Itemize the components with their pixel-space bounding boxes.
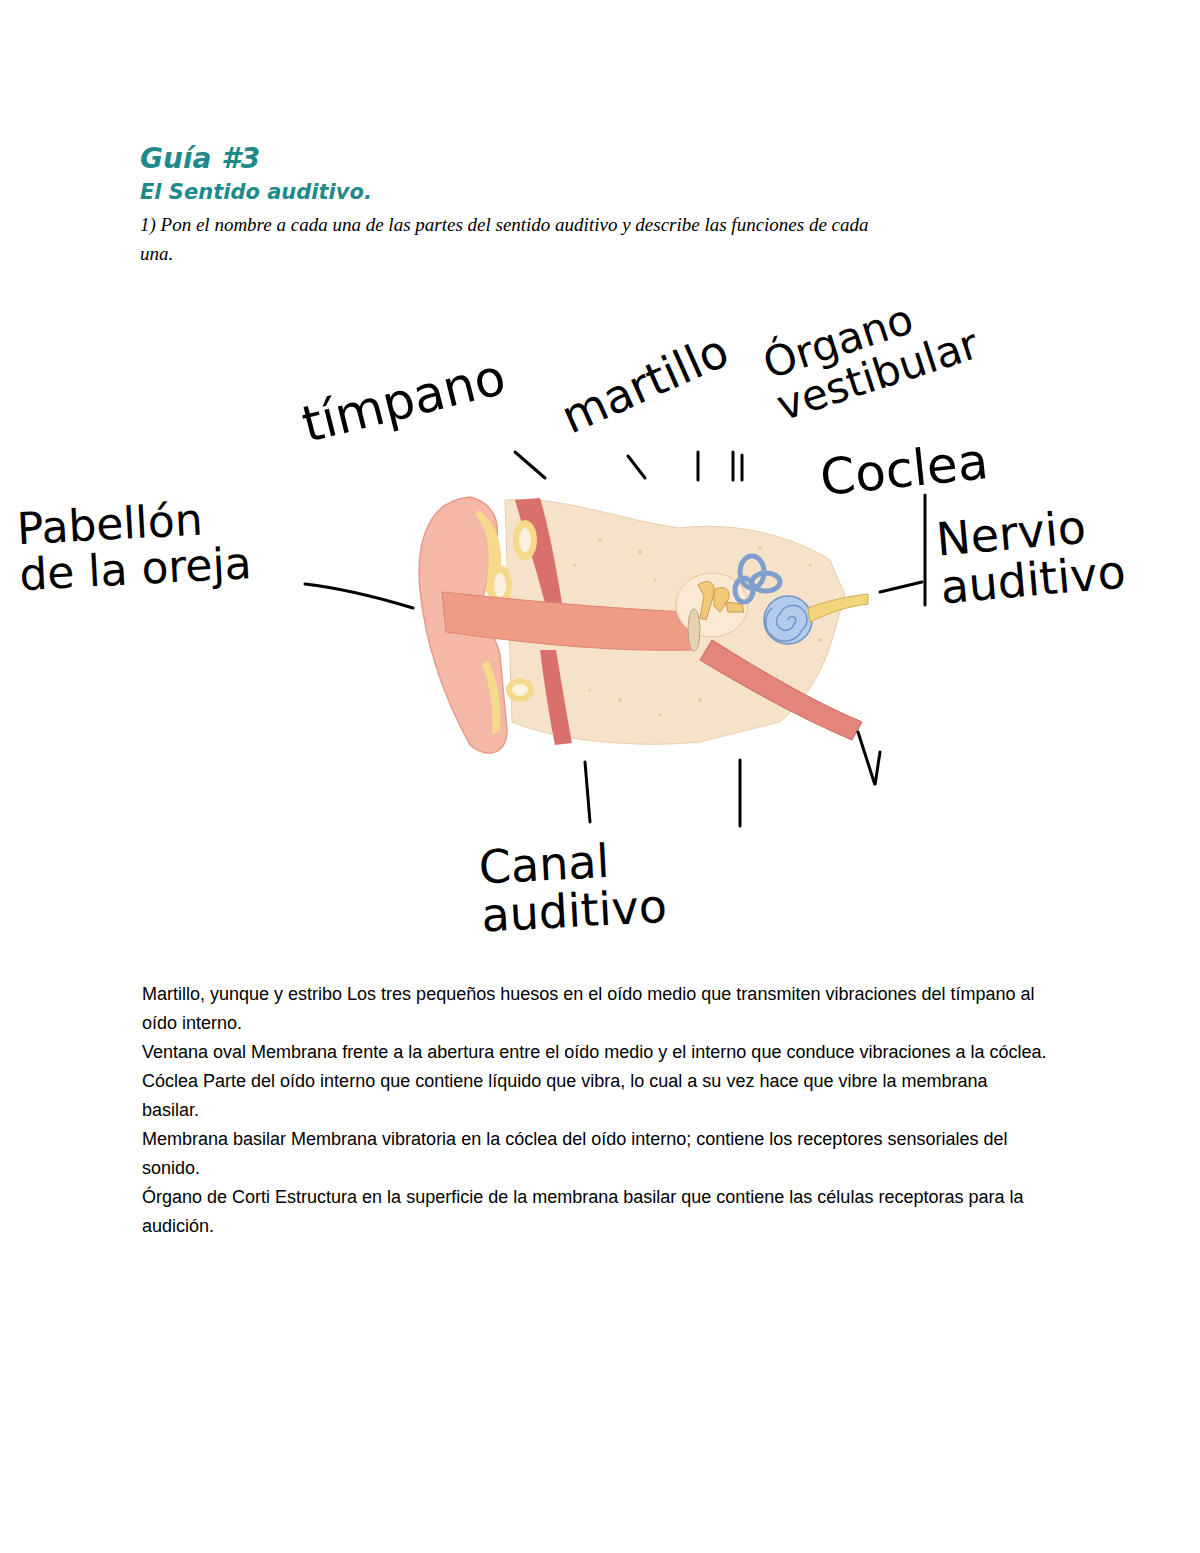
part-label: Nervio auditivo: [934, 495, 1186, 613]
malleus: [698, 582, 714, 620]
cochlea-spiral: [766, 605, 807, 641]
part-label: Órgano vestibular: [758, 260, 1047, 429]
tissue-band: [540, 650, 572, 745]
cartilage-hole: [512, 684, 528, 696]
part-label: martillo: [554, 310, 770, 442]
cartilage: [482, 660, 501, 735]
definition-text: Órgano de Corti Estructura en la superfi…: [142, 1183, 1047, 1241]
cartilage-hole: [494, 573, 506, 597]
definition-text: Cóclea Parte del oído interno que contie…: [142, 1067, 1047, 1125]
eustachian-tube: [700, 640, 862, 740]
leader-line: [858, 732, 880, 785]
leader-line: [305, 584, 413, 608]
instruction-text: 1) Pon el nombre a cada una de las parte…: [140, 210, 900, 268]
leader-line: [585, 762, 590, 822]
part-label: tímpano: [297, 345, 533, 452]
part-label: Coclea: [818, 432, 1022, 505]
worksheet-subtitle: El Sentido auditivo.: [140, 180, 372, 204]
eardrum: [688, 609, 700, 651]
leader-line: [739, 760, 742, 826]
definitions: Martillo, yunque y estribo Los tres pequ…: [142, 980, 1047, 1241]
ear-canal: [442, 592, 692, 650]
definition-text: Ventana oval Membrana frente a la abertu…: [142, 1038, 1047, 1067]
cochlea: [764, 596, 812, 644]
leader-line: [741, 455, 744, 480]
cartilage: [506, 678, 534, 702]
part-label: Canal auditivo: [478, 828, 773, 940]
leader-line: [880, 582, 922, 592]
semicircular-canals: [735, 556, 780, 602]
leader-lines: [305, 452, 925, 826]
leader-line: [697, 452, 700, 480]
definition-text: Martillo, yunque y estribo Los tres pequ…: [142, 980, 1047, 1038]
leader-line: [924, 495, 927, 605]
leader-line: [628, 456, 645, 478]
cartilage: [513, 520, 537, 560]
auditory-nerve: [808, 594, 868, 622]
worksheet-title: Guía #3: [140, 142, 260, 175]
leader-line: [732, 452, 735, 480]
cartilage-hole: [519, 528, 531, 552]
part-label: Pabellón de la oreja: [16, 494, 259, 599]
leader-line: [515, 452, 545, 478]
definition-text: Membrana basilar Membrana vibratoria en …: [142, 1125, 1047, 1183]
